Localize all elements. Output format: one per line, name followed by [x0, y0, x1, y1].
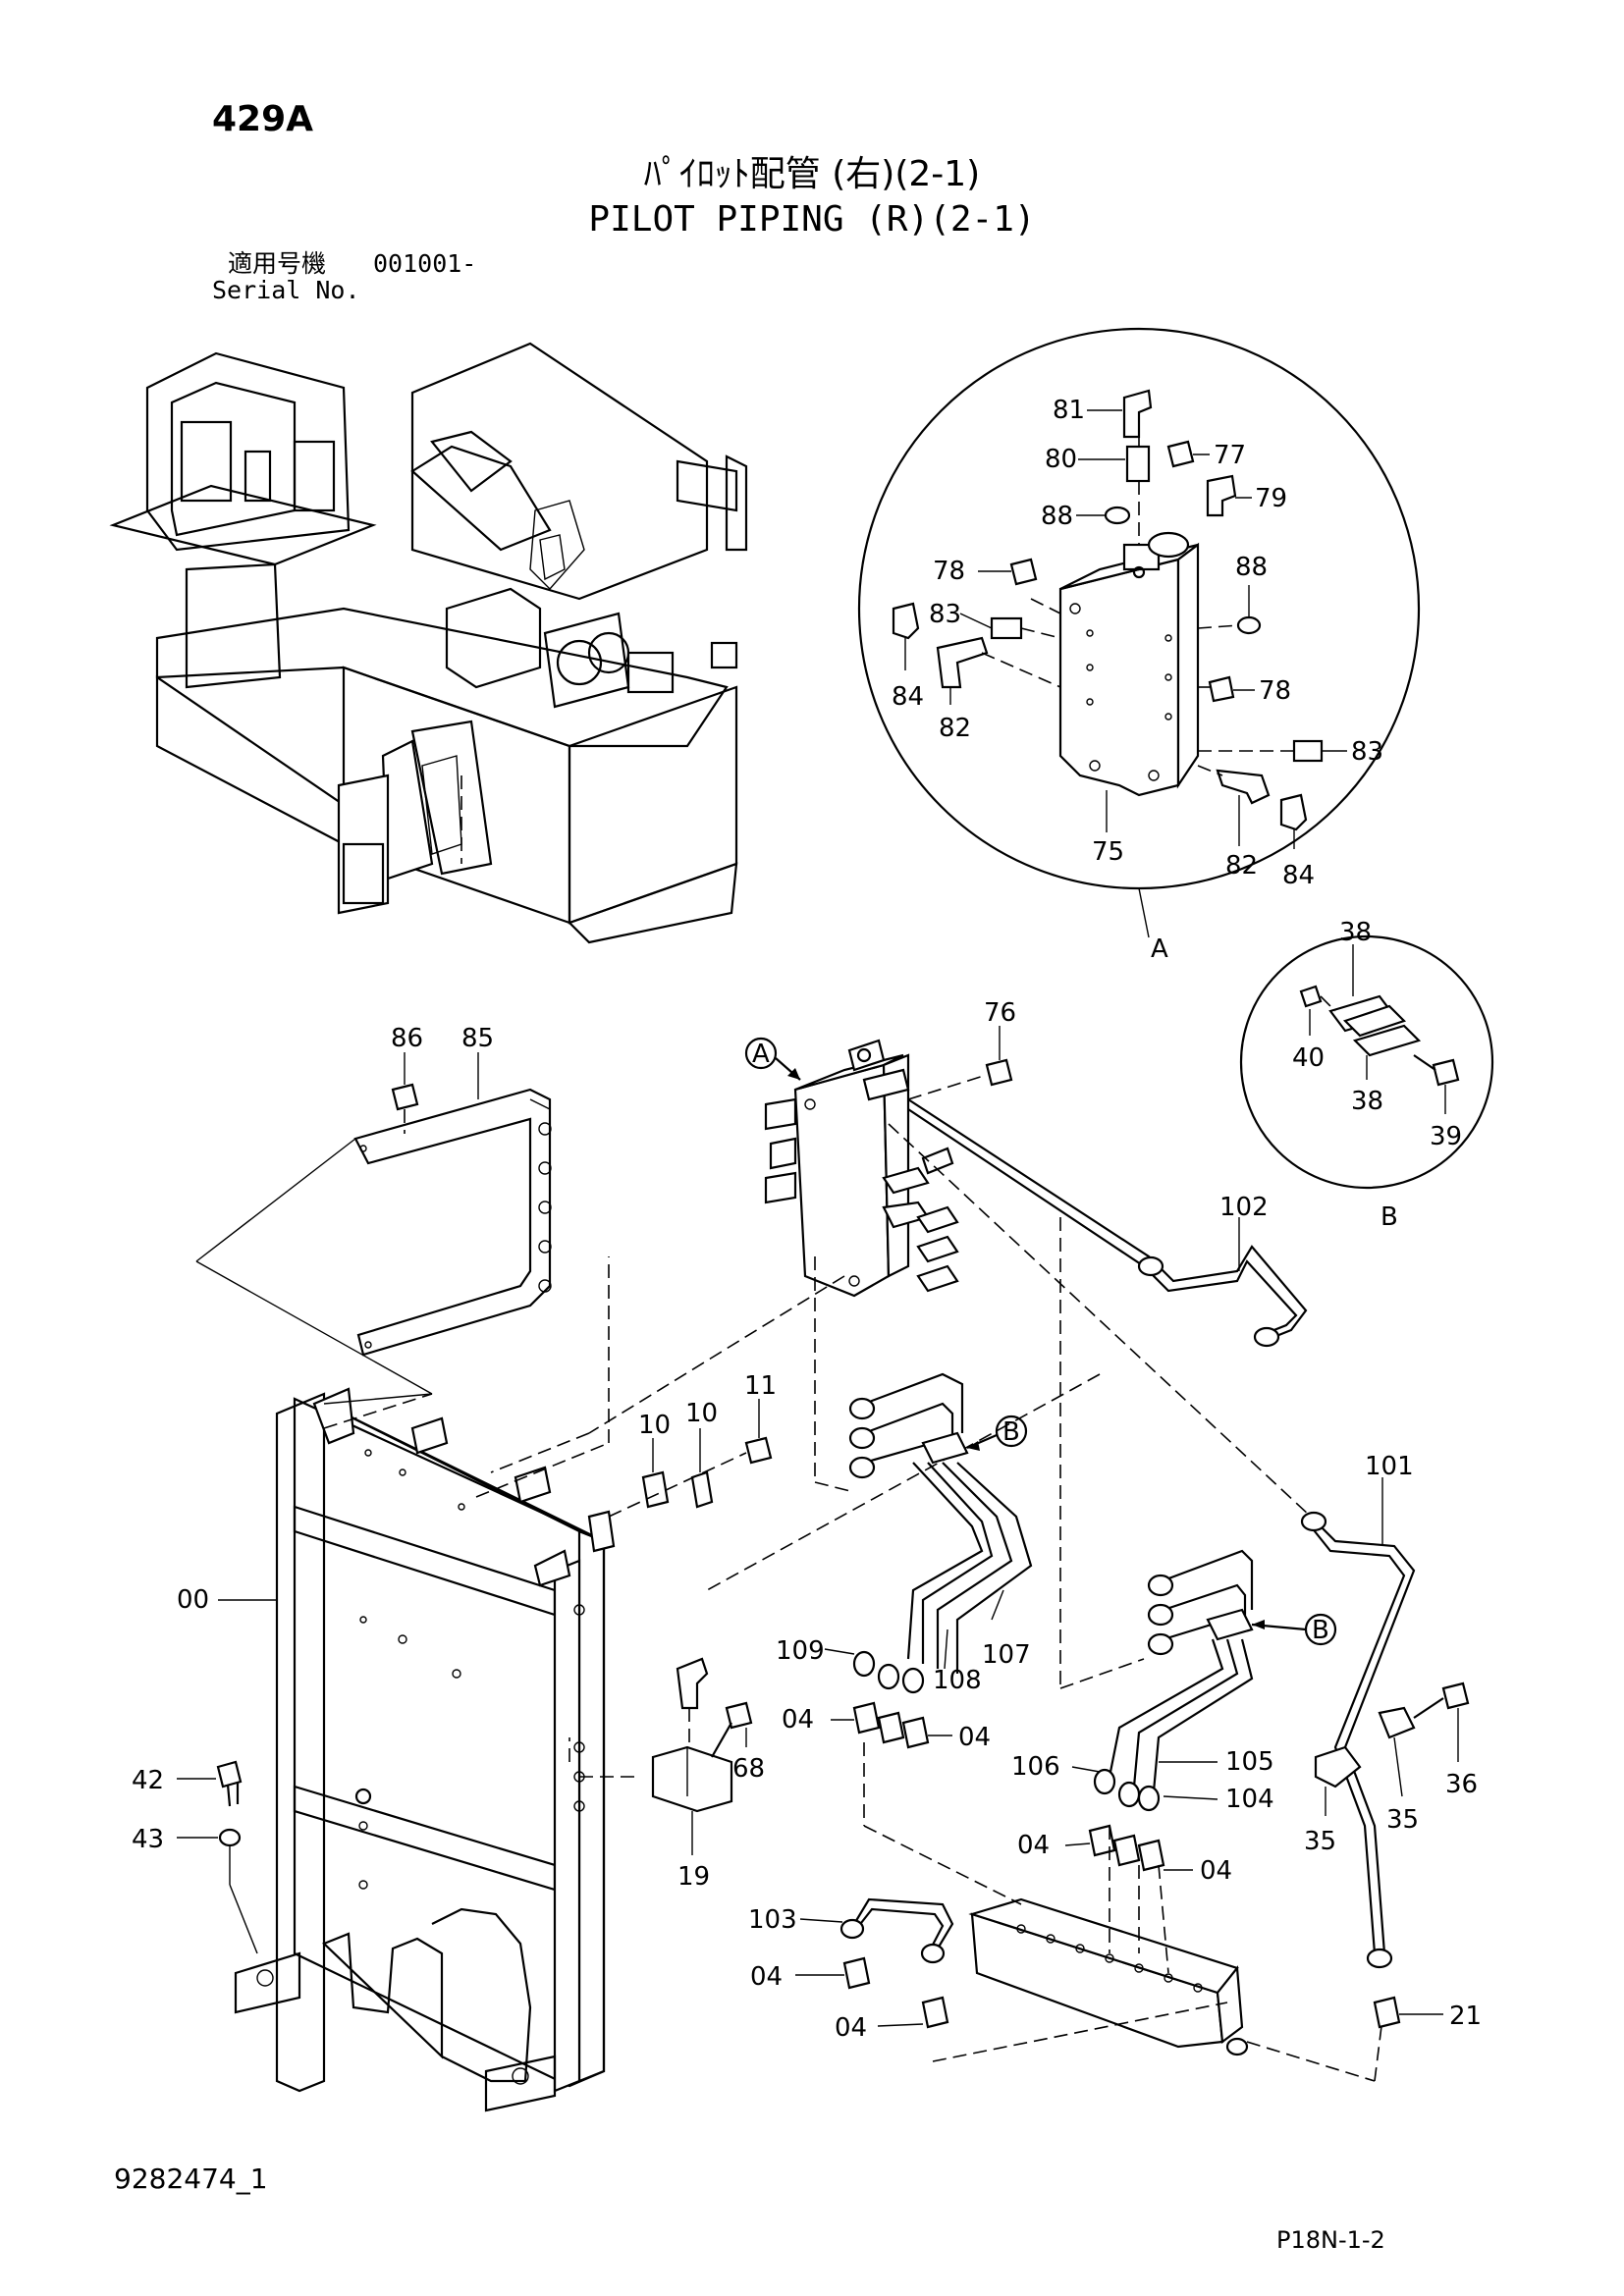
page-code: 429A [212, 99, 314, 139]
part-label: 109 [776, 1636, 825, 1666]
callout-b: B [1002, 1417, 1020, 1447]
page-reference: P18N-1-2 [1276, 2226, 1385, 2254]
part-label: 82 [1225, 851, 1258, 881]
part-label: 04 [1017, 1831, 1050, 1860]
part-label: 84 [1282, 861, 1315, 890]
part-label: 78 [1259, 676, 1291, 706]
part-label: 36 [1445, 1770, 1478, 1799]
detail-a-view: A [857, 327, 1421, 964]
part-label: 35 [1304, 1827, 1336, 1856]
part-label: 10 [685, 1399, 718, 1428]
part-label: 105 [1225, 1747, 1274, 1777]
detail-b-label: B [1380, 1202, 1398, 1232]
part-label: 102 [1219, 1193, 1269, 1222]
part-label: 79 [1255, 484, 1287, 513]
part-label: 86 [391, 1024, 423, 1053]
part-label: 04 [782, 1705, 814, 1735]
part-label: 35 [1386, 1805, 1419, 1835]
document-number: 9282474_1 [114, 2163, 268, 2195]
callout-a: A [752, 1040, 770, 1069]
part-label: 80 [1045, 445, 1077, 474]
part-label: 75 [1092, 837, 1124, 867]
part-label: 76 [984, 998, 1016, 1028]
part-label: 104 [1225, 1785, 1274, 1814]
part-label: 38 [1339, 918, 1372, 947]
part-label: 42 [132, 1766, 164, 1795]
detail-a-label: A [1151, 934, 1168, 964]
part-label: 04 [750, 1962, 783, 1992]
page-title-japanese: ﾊﾟｲﾛｯﾄ配管 (右)(2-1) [643, 154, 981, 194]
detail-b-view: B 38 40 38 39 [1239, 918, 1494, 1232]
page-title-english: PILOT PIPING (R)(2-1) [588, 199, 1036, 240]
part-label: 21 [1449, 2002, 1482, 2031]
part-label: 19 [677, 1862, 710, 1892]
part-label: 78 [933, 557, 965, 586]
part-label: 77 [1214, 441, 1246, 470]
part-label: 68 [732, 1754, 765, 1784]
part-label: 107 [982, 1640, 1031, 1670]
part-label: 81 [1053, 396, 1085, 425]
part-label: 88 [1235, 553, 1268, 582]
part-label: 40 [1292, 1043, 1325, 1073]
part-label: 103 [748, 1905, 797, 1935]
machine-overview-illustration [109, 342, 748, 944]
part-label: 82 [939, 714, 971, 743]
part-label: 101 [1365, 1452, 1414, 1481]
part-label: 00 [177, 1585, 209, 1615]
part-label: 10 [638, 1411, 671, 1440]
serial-label-japanese: 適用号機 [228, 249, 327, 278]
part-label: 39 [1430, 1122, 1462, 1151]
part-label: 04 [958, 1723, 991, 1752]
part-label: 04 [835, 2013, 867, 2043]
part-label: 106 [1011, 1752, 1060, 1782]
part-label: 43 [132, 1825, 164, 1854]
part-label: 38 [1351, 1087, 1383, 1116]
part-label: 83 [1351, 737, 1383, 767]
part-label: 84 [892, 682, 924, 712]
part-label: 11 [744, 1371, 777, 1401]
callout-b: B [1312, 1616, 1329, 1645]
part-label: 85 [461, 1024, 494, 1053]
part-label: 83 [929, 600, 961, 629]
main-assembly: 86 85 A 76 [132, 998, 1482, 2112]
part-label: 108 [933, 1666, 982, 1695]
part-label: 88 [1041, 502, 1073, 531]
serial-label-english: Serial No. [212, 276, 360, 304]
serial-number-value: 001001- [373, 249, 477, 278]
part-label: 04 [1200, 1856, 1232, 1886]
